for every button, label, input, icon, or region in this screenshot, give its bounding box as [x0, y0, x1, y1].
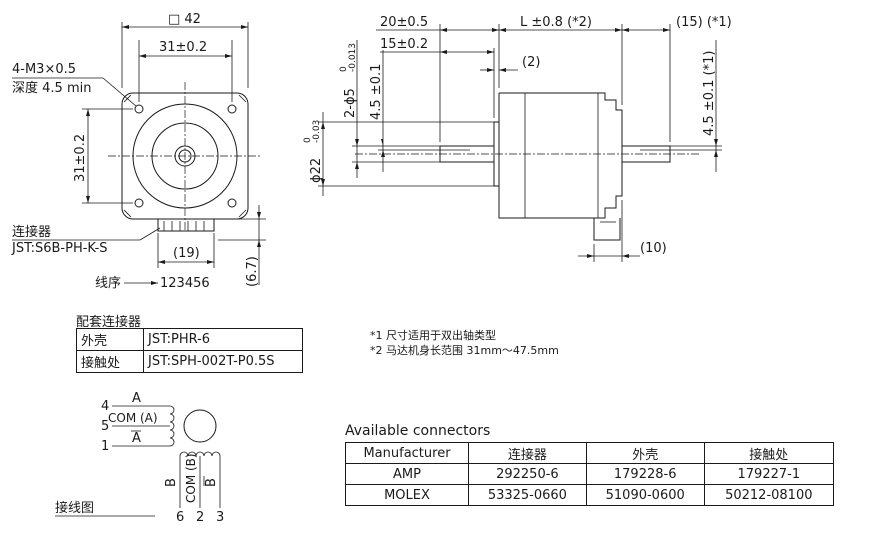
wire-order-value: 123456 [160, 276, 210, 291]
mount-hole-tl [134, 104, 144, 114]
side-connector [593, 218, 621, 241]
wiring-com-b: COM (B) [184, 453, 198, 503]
side-view: 20±0.5 L ±0.8 (*2) (15) (*1) 15±0.2 (2) … [303, 15, 732, 262]
header-housing: 外壳 [585, 442, 705, 464]
notes: *1 尺寸适用于双出轴类型 *2 马达机身长范围 31mm～47.5mm [370, 328, 559, 358]
wiring-phase-b-bar: B [204, 478, 219, 487]
dim-pilot-tol-top: 0 [303, 137, 313, 143]
table-row: MOLEX 53325-0660 51090-0600 50212-08100 [345, 484, 835, 506]
header-manufacturer: Manufacturer [345, 442, 469, 464]
header-connector: 连接器 [468, 442, 587, 464]
cell-connector: 53325-0660 [468, 484, 587, 506]
connector-label: 连接器 [12, 224, 51, 240]
dim-connector-height: (6.7) [245, 256, 260, 287]
note-2: *2 马达机身长范围 31mm～47.5mm [370, 344, 559, 357]
dim-shaft-20: 20±0.5 [380, 15, 428, 30]
dim-flat-rear: 4.5 ±0.1 (*1) [702, 51, 717, 136]
wiring-pin-5: 5 [101, 419, 109, 434]
available-connectors-table: Manufacturer 连接器 外壳 接触处 AMP 292250-6 179… [345, 442, 835, 506]
wiring-pin-2: 2 [196, 510, 204, 525]
dim-connector-10: (10) [640, 241, 667, 256]
mount-hole-tr [227, 104, 237, 114]
mount-hole-depth: 深度 4.5 min [12, 80, 91, 96]
table-header-row: Manufacturer 连接器 外壳 接触处 [345, 442, 835, 464]
dim-flat-15: 15±0.2 [380, 37, 428, 52]
wiring-diagram: A COM (A) A 4 5 1 B COM (B) B 6 2 3 接线图 [55, 391, 224, 525]
front-connector [157, 218, 215, 232]
wiring-phase-b: B [164, 478, 179, 487]
wiring-pin-6: 6 [176, 510, 184, 525]
table-row: 外壳 JST:PHR-6 [76, 328, 303, 351]
dim-vertical-pitch: 31±0.2 [73, 134, 88, 182]
dim-body-length: L ±0.8 (*2) [520, 15, 592, 30]
wiring-pin-1: 1 [101, 439, 109, 454]
wiring-caption: 接线图 [55, 500, 94, 516]
note-1: *1 尺寸适用于双出轴类型 [370, 329, 496, 342]
coil-phase-a [169, 405, 175, 447]
dim-pilot-tol-bottom: -0.03 [312, 120, 322, 143]
available-connectors-title: Available connectors [345, 423, 491, 439]
table-row: 接触处 JST:SPH-002T-P0.5S [76, 350, 303, 373]
cell-housing: 179228-6 [585, 463, 705, 485]
cell-housing: 51090-0600 [585, 484, 705, 506]
wiring-rotor [183, 409, 217, 443]
cell-contact: 50212-08100 [703, 484, 835, 506]
connector-part: JST:S6B-PH-K-S [11, 241, 108, 256]
dim-size-42: □ 42 [168, 12, 201, 27]
mating-row-name: 外壳 [76, 328, 144, 351]
dim-rear-shaft: (15) (*1) [676, 15, 732, 30]
mating-row-value: JST:PHR-6 [143, 328, 303, 351]
cell-manufacturer: AMP [345, 463, 469, 485]
dim-shaft-diameter: 2-ϕ5 [343, 88, 358, 118]
wiring-com-a: COM (A) [108, 411, 158, 425]
mating-connector-title: 配套连接器 [76, 315, 142, 330]
side-body-outline [498, 92, 623, 219]
wiring-phase-a-bar: A [132, 431, 141, 446]
wire-order-label: 线序 [95, 276, 121, 291]
mount-hole-bl [134, 198, 144, 208]
table-row: AMP 292250-6 179228-6 179227-1 [345, 463, 835, 485]
header-contact: 接触处 [703, 442, 835, 464]
dim-shaft-tol-top: 0 [339, 66, 349, 72]
dim-connector-width: (19) [173, 246, 200, 261]
wiring-phase-a: A [132, 391, 141, 406]
dim-hole-pitch: 31±0.2 [159, 40, 207, 55]
front-view: □ 42 31±0.2 31±0.2 4-M3×0.5 深度 4.5 min 连… [11, 12, 266, 291]
cell-contact: 179227-1 [703, 463, 835, 485]
mating-row-value: JST:SPH-002T-P0.5S [143, 350, 303, 373]
mount-hole-br [227, 198, 237, 208]
dim-pilot-2: (2) [522, 55, 540, 70]
mating-connector-table: 外壳 JST:PHR-6 接触处 JST:SPH-002T-P0.5S [76, 328, 303, 373]
coil-phase-b [179, 451, 221, 457]
dim-flat-front: 4.5 ±0.1 [369, 64, 384, 120]
cell-connector: 292250-6 [468, 463, 587, 485]
wiring-pin-4: 4 [101, 399, 109, 414]
wiring-pin-3: 3 [216, 510, 224, 525]
mount-hole-spec: 4-M3×0.5 [12, 62, 76, 77]
cell-manufacturer: MOLEX [345, 484, 469, 506]
dim-pilot-diameter: ϕ22 [309, 158, 324, 183]
mating-row-name: 接触处 [76, 350, 144, 373]
dim-shaft-tol-bottom: -0.013 [348, 43, 358, 72]
